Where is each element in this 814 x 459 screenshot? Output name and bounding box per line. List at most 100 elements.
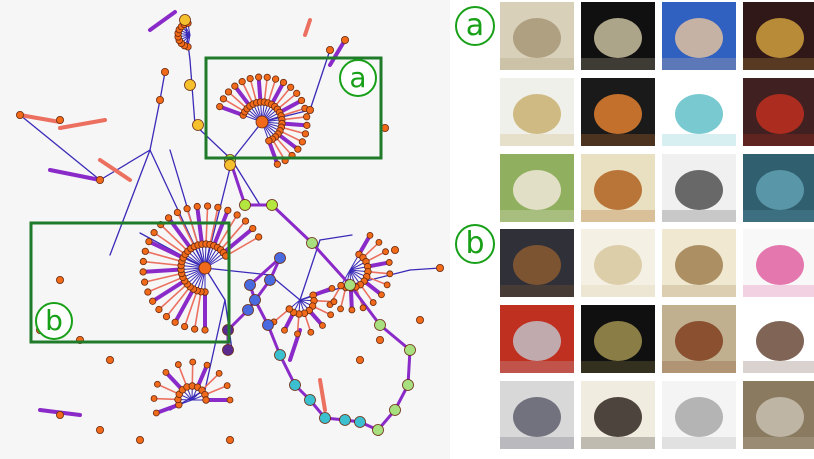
graph-node[interactable]: [285, 305, 293, 313]
graph-node[interactable]: [287, 83, 295, 91]
graph-node[interactable]: [141, 247, 149, 255]
graph-node[interactable]: [96, 425, 105, 434]
graph-node[interactable]: [359, 304, 367, 312]
graph-node[interactable]: [262, 319, 274, 331]
graph-node[interactable]: [328, 284, 336, 292]
graph-node[interactable]: [152, 409, 160, 417]
graph-node[interactable]: [293, 89, 301, 97]
graph-node[interactable]: [160, 68, 169, 77]
graph-node[interactable]: [337, 305, 344, 313]
graph-node[interactable]: [319, 322, 326, 329]
graph-node[interactable]: [225, 435, 234, 444]
thumbnail-wooden-pen[interactable]: [662, 229, 736, 297]
graph-node[interactable]: [386, 270, 394, 278]
thumbnail-pliers-tool[interactable]: [662, 78, 736, 146]
graph-node[interactable]: [15, 111, 24, 120]
graph-node[interactable]: [415, 315, 424, 324]
graph-node[interactable]: [179, 14, 191, 26]
graph-node[interactable]: [135, 435, 144, 444]
graph-node[interactable]: [279, 78, 288, 87]
graph-node[interactable]: [344, 279, 356, 291]
thumbnail-leather-armor[interactable]: [500, 229, 574, 297]
graph-node[interactable]: [223, 382, 231, 390]
thumbnail-cloth-napkin[interactable]: [500, 2, 574, 70]
graph-node[interactable]: [274, 252, 286, 264]
graph-node[interactable]: [383, 281, 391, 289]
thumbnail-liquor-bottles[interactable]: [743, 2, 814, 70]
graph-node[interactable]: [337, 281, 345, 290]
graph-node[interactable]: [274, 349, 286, 361]
thumbnail-lentil-soup[interactable]: [581, 154, 655, 222]
thumbnail-pliers-hammer[interactable]: [662, 154, 736, 222]
graph-node[interactable]: [378, 291, 385, 299]
graph-node[interactable]: [289, 379, 301, 391]
graph-node[interactable]: [385, 259, 393, 266]
graph-node[interactable]: [150, 229, 158, 237]
graph-node[interactable]: [272, 75, 280, 83]
thumbnail-necktie[interactable]: [662, 2, 736, 70]
graph-node[interactable]: [354, 416, 366, 428]
graph-node[interactable]: [239, 199, 251, 211]
graph-node[interactable]: [294, 330, 301, 338]
graph-node[interactable]: [224, 206, 232, 214]
graph-node[interactable]: [327, 311, 335, 319]
graph-node[interactable]: [369, 299, 377, 306]
graph-node[interactable]: [241, 217, 250, 225]
graph-node[interactable]: [303, 113, 311, 121]
graph-node[interactable]: [184, 79, 196, 91]
thumbnail-glass-bottles[interactable]: [743, 154, 814, 222]
graph-node[interactable]: [162, 368, 170, 376]
graph-node[interactable]: [162, 312, 171, 321]
thumbnail-metal-breastplate[interactable]: [500, 305, 574, 373]
highlight-box-a[interactable]: [204, 56, 383, 160]
thumbnail-dark-stew[interactable]: [581, 381, 655, 449]
graph-node[interactable]: [145, 238, 153, 246]
graph-node[interactable]: [246, 74, 254, 83]
graph-node[interactable]: [307, 328, 315, 336]
thumbnail-oat-flakes[interactable]: [581, 229, 655, 297]
graph-node[interactable]: [435, 263, 444, 272]
graph-node[interactable]: [355, 355, 364, 364]
thumbnail-ladle[interactable]: [662, 381, 736, 449]
graph-node[interactable]: [389, 404, 401, 416]
graph-node[interactable]: [402, 379, 414, 391]
graph-node[interactable]: [155, 305, 163, 314]
thumbnail-cardboard-box[interactable]: [500, 78, 574, 146]
thumbnail-wooden-stick[interactable]: [662, 305, 736, 373]
graph-node[interactable]: [96, 175, 105, 184]
graph-node[interactable]: [231, 82, 239, 90]
graph-node[interactable]: [249, 294, 261, 306]
graph-node[interactable]: [298, 138, 306, 146]
graph-node[interactable]: [382, 248, 389, 256]
graph-node[interactable]: [264, 274, 276, 286]
thumbnail-sleeveless-vest[interactable]: [500, 381, 574, 449]
graph-node[interactable]: [244, 279, 256, 291]
graph-node[interactable]: [339, 414, 351, 426]
graph-node[interactable]: [150, 395, 158, 402]
graph-node[interactable]: [242, 304, 254, 316]
graph-node[interactable]: [141, 278, 149, 286]
graph-node[interactable]: [155, 96, 164, 105]
graph-node[interactable]: [233, 211, 241, 219]
graph-node[interactable]: [372, 424, 384, 436]
graph-node[interactable]: [214, 203, 222, 211]
graph-node[interactable]: [183, 205, 191, 213]
graph-node[interactable]: [203, 202, 212, 210]
graph-node[interactable]: [56, 410, 65, 419]
graph-node[interactable]: [154, 380, 161, 388]
graph-node[interactable]: [202, 396, 210, 404]
graph-node[interactable]: [226, 396, 234, 404]
graph-node[interactable]: [294, 145, 302, 153]
thumbnail-ceramic-jug[interactable]: [743, 305, 814, 373]
graph-node[interactable]: [192, 119, 204, 131]
graph-node[interactable]: [330, 298, 338, 306]
graph-node[interactable]: [224, 88, 233, 96]
graph-node[interactable]: [173, 208, 182, 217]
graph-node[interactable]: [374, 319, 386, 331]
graph-node[interactable]: [366, 231, 374, 239]
graph-node[interactable]: [224, 159, 236, 171]
graph-node[interactable]: [222, 344, 234, 356]
graph-node[interactable]: [297, 96, 306, 105]
graph-node[interactable]: [305, 106, 314, 115]
graph-node[interactable]: [249, 224, 257, 233]
